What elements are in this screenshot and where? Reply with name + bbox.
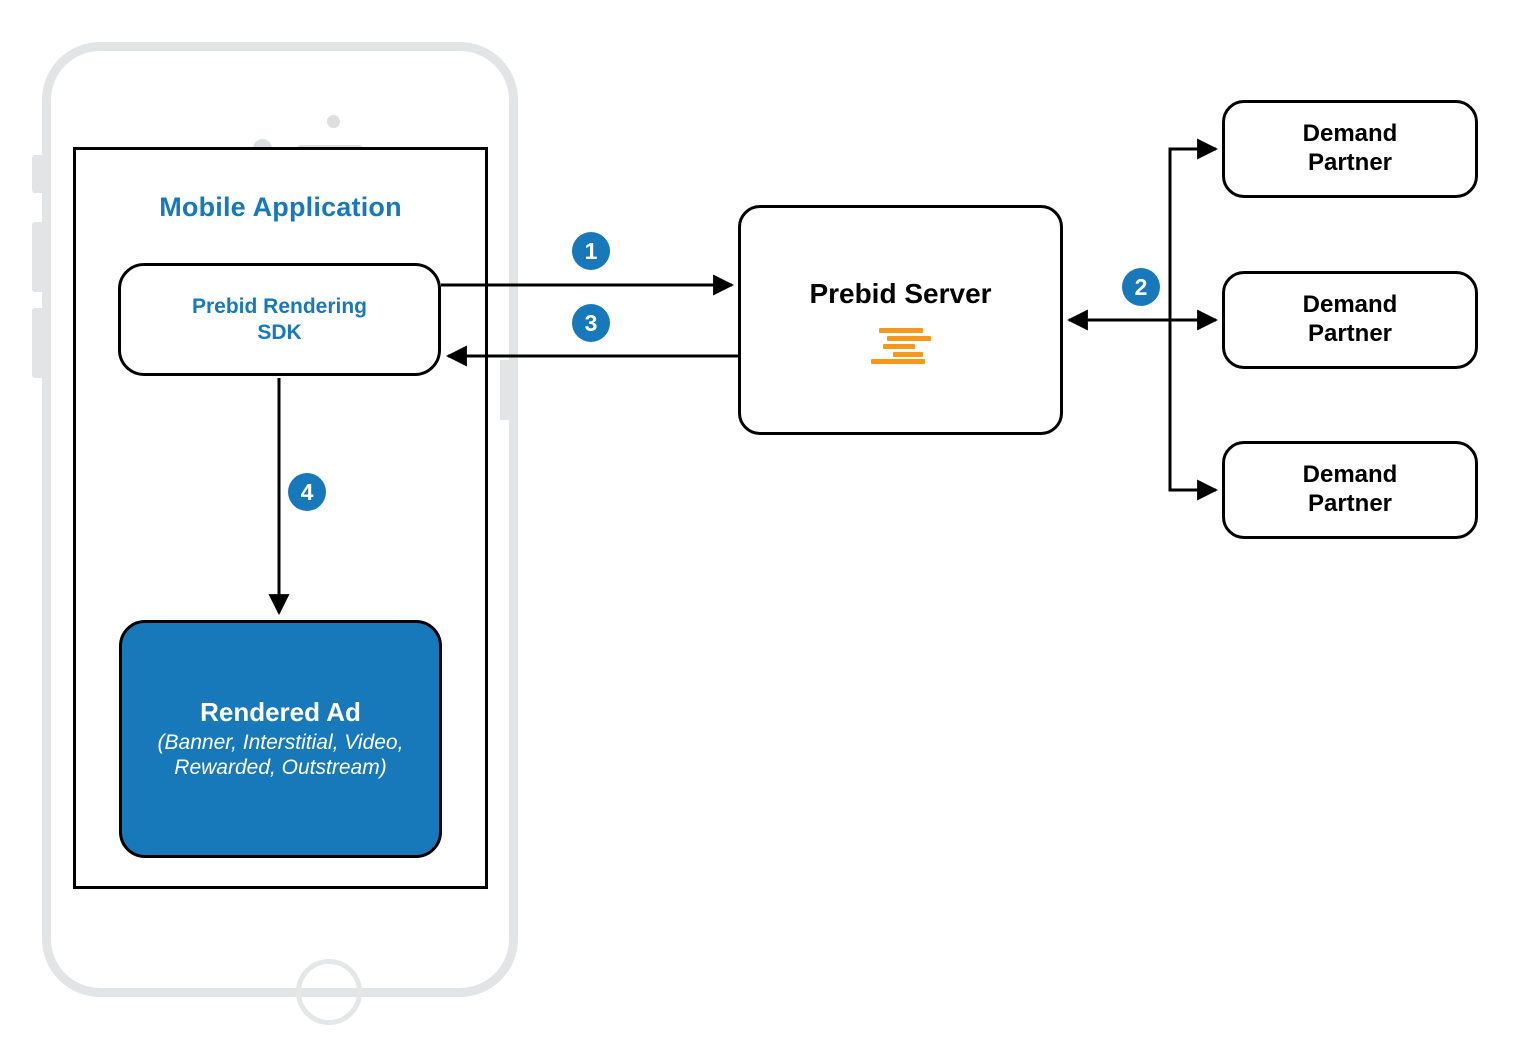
prebid-rendering-sdk-label: Prebid Rendering SDK — [192, 294, 367, 345]
rendered-ad-formats: (Banner, Interstitial, Video, Rewarded, … — [157, 730, 404, 779]
silent-switch-button[interactable] — [32, 155, 43, 193]
arrow-step-2-bottom — [1168, 320, 1219, 501]
demand-partner-box-3[interactable]: Demand Partner — [1222, 441, 1478, 539]
prebid-server-label: Prebid Server — [809, 278, 992, 309]
prebid-server-box[interactable]: Prebid Server — [738, 205, 1063, 435]
rendered-ad-title: Rendered Ad — [200, 696, 361, 727]
demand-partner-box-2[interactable]: Demand Partner — [1222, 271, 1478, 369]
step-badge-2: 2 — [1122, 268, 1160, 306]
step-badge-3: 3 — [572, 304, 610, 342]
rendered-ad-box[interactable]: Rendered Ad (Banner, Interstitial, Video… — [119, 620, 442, 858]
volume-down-button[interactable] — [32, 308, 43, 378]
demand-partner-box-1[interactable]: Demand Partner — [1222, 100, 1478, 198]
step-badge-4: 4 — [288, 473, 326, 511]
camera-dot-icon — [327, 115, 340, 128]
page-title: Mobile Application — [159, 192, 402, 222]
volume-up-button[interactable] — [32, 222, 43, 292]
prebid-bars-logo-icon — [870, 328, 931, 364]
power-button[interactable] — [500, 360, 511, 420]
prebid-rendering-sdk-box[interactable]: Prebid Rendering SDK — [118, 263, 441, 376]
home-button-icon[interactable] — [296, 959, 362, 1025]
demand-partner-label-3: Demand Partner — [1302, 461, 1398, 517]
demand-partner-label-1: Demand Partner — [1302, 120, 1398, 176]
sdk-label-line1: Prebid Rendering — [191, 294, 368, 318]
sdk-label-line2: SDK — [257, 320, 302, 344]
arrow-step-2-top — [1168, 138, 1219, 320]
demand-partner-label-2: Demand Partner — [1302, 291, 1398, 347]
step-badge-1: 1 — [572, 232, 610, 270]
